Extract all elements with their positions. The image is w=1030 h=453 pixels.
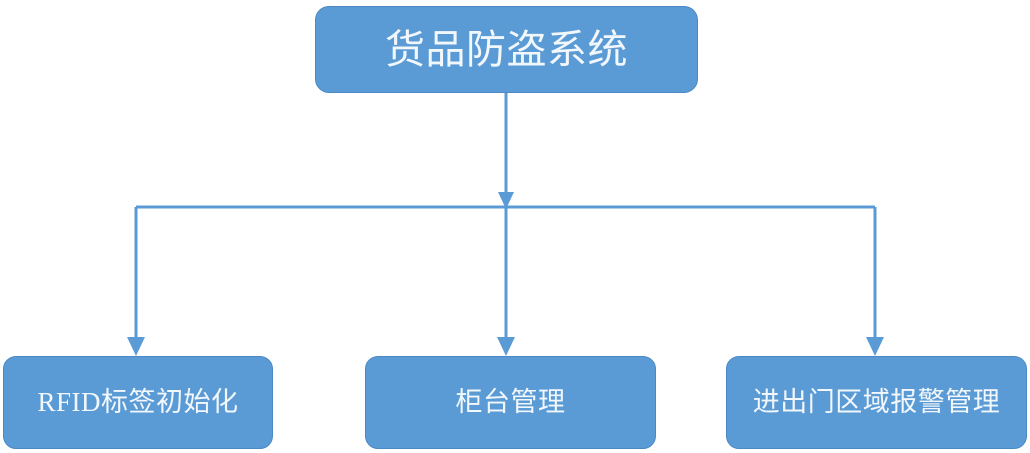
connector-root-to-bus	[498, 93, 514, 209]
node-leaf-label: 进出门区域报警管理	[752, 386, 1001, 417]
node-leaf-label: 柜台管理	[455, 386, 566, 417]
connector-bus-to-leaf-3	[866, 207, 884, 356]
node-rfid-tag-initialization[interactable]: RFID标签初始化	[3, 356, 273, 449]
node-root-system[interactable]: 货品防盗系统	[315, 6, 698, 93]
node-counter-management[interactable]: 柜台管理	[365, 356, 656, 449]
connector-bus-to-leaf-2	[497, 337, 515, 356]
node-root-label: 货品防盗系统	[385, 26, 628, 72]
connector-bus-to-leaf-1	[127, 207, 145, 356]
node-leaf-label: RFID标签初始化	[37, 386, 239, 417]
node-gate-area-alarm-management[interactable]: 进出门区域报警管理	[726, 356, 1027, 449]
